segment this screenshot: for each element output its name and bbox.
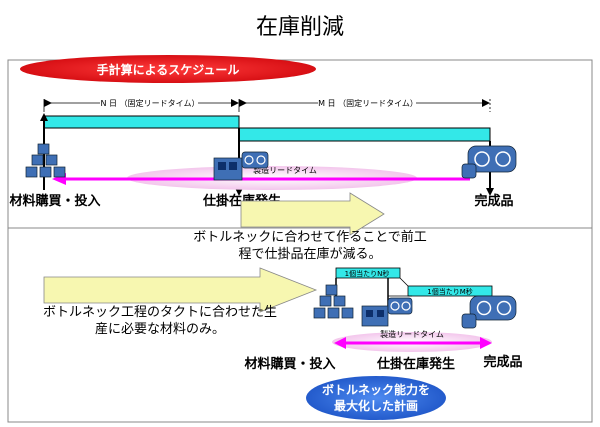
- bottom-finished-label: 完成品: [483, 354, 522, 370]
- bottom-banner-line2: 最大化した計画: [334, 398, 418, 413]
- per-unit-n-label: 1個当たりN秒: [345, 269, 390, 278]
- bottom-wip-label: 仕掛在庫発生: [376, 356, 455, 372]
- per-unit-m-label: 1個当たりM秒: [427, 287, 473, 296]
- top-finished-product-icon: [461, 145, 517, 179]
- bottom-banner-line1: ボトルネック能力を: [322, 382, 430, 397]
- bottom-finished-product-icon: [461, 295, 517, 329]
- middle-note-line1: ボトルネックに合わせて作ることで前工: [193, 229, 427, 245]
- n-days-dimension: N 日 （固定リードタイム）: [43, 96, 240, 112]
- bottom-lead-time-label: 製造リードタイム: [380, 329, 444, 339]
- n-days-bar: [43, 115, 240, 129]
- m-days-label: M 日 （固定リードタイム）: [318, 98, 418, 108]
- bottom-yellow-arrow: [43, 267, 318, 313]
- m-days-dimension: M 日 （固定リードタイム）: [239, 96, 491, 112]
- top-lead-time-label: 製造リードタイム: [253, 165, 317, 175]
- bottom-panel-frame: [7, 227, 593, 423]
- bottom-connector-3: [399, 277, 409, 287]
- top-finished-label: 完成品: [474, 193, 513, 209]
- bottom-banner: ボトルネック能力を 最大化した計画: [306, 376, 446, 420]
- bottom-material-boxes-icon: [313, 284, 354, 319]
- top-material-boxes-icon: [25, 143, 66, 178]
- middle-note-line2: 程で仕掛品在庫が減る。: [238, 246, 381, 262]
- bottom-wip-machine-icon: [361, 297, 413, 327]
- bottom-note-line1: ボトルネック工程のタクトに合わせた生: [43, 305, 277, 320]
- per-unit-n-bar: [335, 267, 401, 279]
- top-wip-machine-icon: [213, 151, 269, 181]
- page-title: 在庫削減: [256, 15, 344, 40]
- middle-yellow-arrow: [240, 192, 385, 236]
- m-days-bar: [238, 127, 491, 142]
- top-banner-label: 手計算によるスケジュール: [97, 62, 240, 77]
- per-unit-m-bar: [407, 285, 493, 297]
- bottom-lead-time-left-arrowhead: [334, 337, 346, 349]
- n-days-label: N 日 （固定リードタイム）: [101, 98, 200, 108]
- bottom-materials-label: 材料購買・投入: [244, 356, 335, 372]
- bottom-lead-time-right-arrowhead: [480, 337, 492, 349]
- top-banner: 手計算によるスケジュール: [20, 55, 316, 83]
- bottom-note-line2: 産に必要な材料のみ。: [95, 321, 225, 337]
- top-materials-label: 材料購買・投入: [9, 193, 100, 209]
